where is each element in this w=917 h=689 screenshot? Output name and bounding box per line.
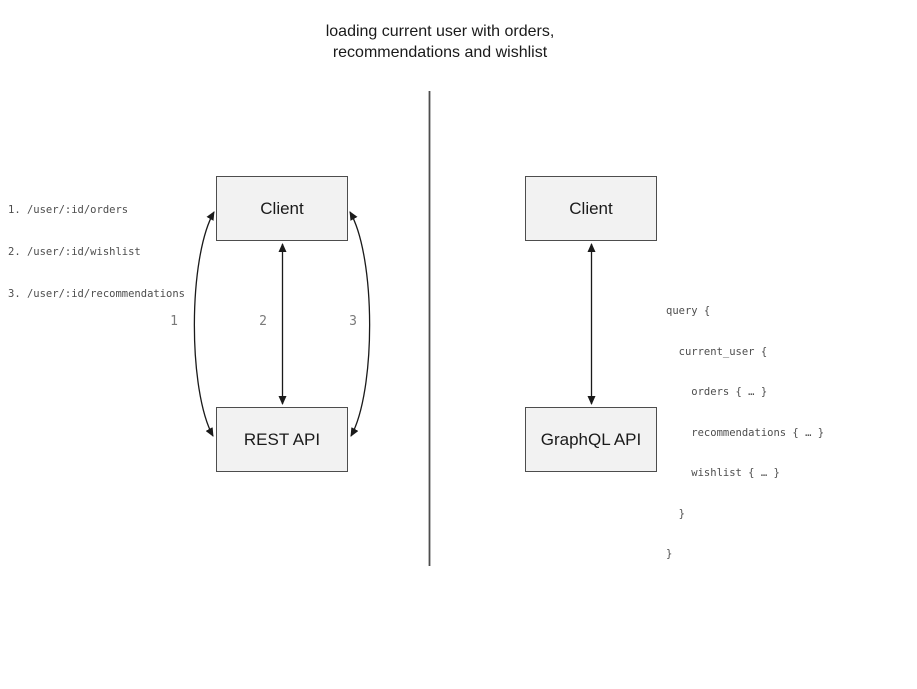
graphql-client-box-label: Client xyxy=(569,198,613,218)
graphql-query-code: query { current_user { orders { … } reco… xyxy=(666,278,824,589)
rest-call-1-arrow xyxy=(193,211,215,437)
query-line: } xyxy=(666,507,685,520)
graphql-api-box-label: GraphQL API xyxy=(540,429,642,449)
diagram-title-line-2: recommendations and wishlist xyxy=(332,44,548,61)
rest-client-box-label: Client xyxy=(260,198,304,218)
query-line: current_user { xyxy=(666,345,768,358)
query-line: wishlist { … } xyxy=(666,467,780,479)
query-line: query { xyxy=(666,305,711,317)
rest-api-box-label: REST API xyxy=(243,429,321,449)
query-line: } xyxy=(666,548,673,560)
rest-client-box: Client xyxy=(216,176,348,241)
rest-endpoint-orders: 1. /user/:id/orders xyxy=(8,204,129,216)
rest-api-box: REST API xyxy=(216,407,348,472)
rest-call-3-label: 3 xyxy=(349,314,357,329)
rest-call-1-label: 1 xyxy=(170,314,178,329)
rest-call-2-label: 2 xyxy=(259,314,267,329)
graphql-client-box: Client xyxy=(525,176,657,241)
diagram-title: loading current user with orders, recomm… xyxy=(0,21,880,63)
rest-endpoint-wishlist: 2. /user/:id/wishlist xyxy=(8,246,141,258)
graphql-api-box: GraphQL API xyxy=(525,407,657,472)
rest-endpoint-recommendations: 3. /user/:id/recommendations xyxy=(8,288,186,300)
diagram-title-line-1: loading current user with orders, xyxy=(325,23,555,40)
rest-endpoints-list: 1. /user/:id/orders 2. /user/:id/wishlis… xyxy=(8,175,185,329)
query-line: recommendations { … } xyxy=(666,426,825,439)
query-line: orders { … } xyxy=(666,386,768,398)
